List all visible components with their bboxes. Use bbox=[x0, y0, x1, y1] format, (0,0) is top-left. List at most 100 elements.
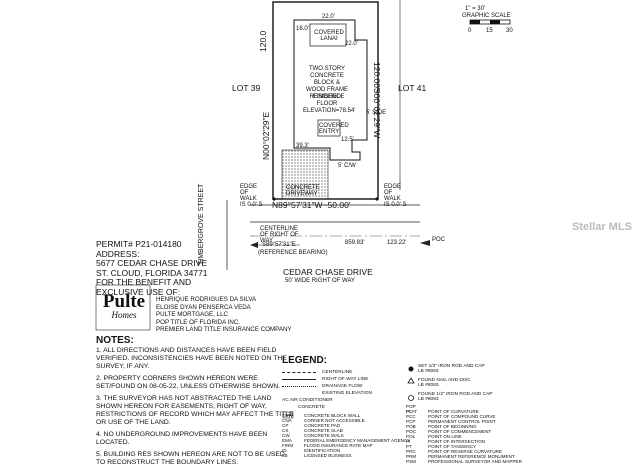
left-bearing: N00°02'29"E bbox=[261, 111, 271, 160]
scale-ratio: 1" = 30' bbox=[465, 6, 486, 12]
dim-top: 22.0' bbox=[322, 14, 335, 20]
legend-elevation: EXISTING ELEVATION bbox=[322, 391, 372, 396]
legend-centerline: CENTERLINE bbox=[282, 369, 410, 376]
street-row: 50' WIDE RIGHT OF WAY bbox=[285, 278, 356, 284]
scale-tick-0: 0 bbox=[468, 28, 472, 34]
dim-side: 39.3' bbox=[296, 143, 309, 149]
logo-main: Pulte bbox=[102, 291, 146, 312]
walk-right: EDGE OF WALK IS 0.0' S bbox=[384, 184, 407, 208]
beneficiary-1: HENRIQUE RODRIGUES DA SILVA bbox=[156, 296, 257, 303]
set-rod-symbol bbox=[408, 366, 414, 372]
legend-ac: AC AIR CONDITIONER bbox=[282, 398, 333, 403]
note-1: 1. ALL DIRECTIONS AND DISTANCES HAVE BEE… bbox=[96, 347, 287, 370]
beneficiary-list: HENRIQUE RODRIGUES DA SILVA ELOISE DYAN … bbox=[156, 296, 292, 334]
poc-label: POC bbox=[432, 237, 446, 243]
address-label: ADDRESS: bbox=[96, 248, 140, 259]
walk-left: EDGE OF WALK IS 0.0' S bbox=[240, 184, 263, 208]
legend-row-line: RIGHT OF WAY LINE bbox=[282, 376, 410, 383]
watermark: Stellar MLS bbox=[572, 221, 632, 233]
note-5: 5. BUILDING RES SHOWN HEREON ARE NOT TO … bbox=[96, 451, 285, 466]
centerline-label: CENTERLINE OF RIGHT OF WAY bbox=[260, 226, 299, 244]
pulte-logo: Pulte Homes bbox=[100, 291, 148, 320]
lot-right: LOT 41 bbox=[398, 83, 427, 93]
legend-title: LEGEND: bbox=[282, 355, 327, 366]
driveway-apron bbox=[292, 182, 310, 198]
note-4: 4. NO UNDERGROUND IMPROVEMENTS HAVE BEEN… bbox=[96, 431, 268, 446]
ref-bearing-note: (REFERENCE BEARING) bbox=[258, 250, 328, 256]
beneficiary-4: POP TITLE OF FLORIDA INC. bbox=[156, 318, 241, 326]
lanai-outline bbox=[309, 23, 347, 47]
benefit-line-2: EXCLUSIVE USE OF: bbox=[96, 286, 181, 297]
dim-lanai: 16.0' bbox=[296, 26, 309, 32]
note-2: 2. PROPERTY CORNERS SHOWN HEREON WERE SE… bbox=[96, 375, 281, 390]
distance-2: 123.22' bbox=[387, 240, 407, 246]
concrete-symbol bbox=[282, 411, 294, 419]
distance-1: 859.83' bbox=[345, 240, 365, 246]
dim-right: 22.0' bbox=[345, 41, 358, 47]
permit-number: PERMIT# P21-014180 bbox=[96, 239, 182, 249]
house-footprint bbox=[293, 19, 368, 161]
scale-tick-15: 15 bbox=[486, 28, 493, 34]
found-rod-symbol bbox=[408, 395, 414, 401]
notes-title: NOTES: bbox=[96, 335, 134, 346]
lot-left: LOT 39 bbox=[232, 83, 261, 93]
house-description: TWO STORY CONCRETE BLOCK & WOOD FRAME RE… bbox=[306, 66, 348, 100]
ref-bearing: S89°57'31"E bbox=[262, 242, 296, 248]
scale-tick-30: 30 bbox=[506, 28, 513, 34]
dim-entry: 12.5' bbox=[341, 137, 354, 143]
logo-box bbox=[95, 284, 151, 331]
bottom-bearing: N89°57'31"W~50.00' bbox=[272, 200, 351, 210]
scale-title: GRAPHIC SCALE bbox=[462, 13, 511, 19]
floor-elevation: FINISHED FLOOR ELEVATION=78.54' bbox=[303, 94, 356, 114]
note-3: 3. THE SURVEYOR HAS NOT ABSTRACTED THE L… bbox=[96, 395, 294, 426]
street-name: CEDAR CHASE DRIVE bbox=[283, 267, 373, 277]
poc-arrow bbox=[420, 240, 430, 246]
entry-outline bbox=[317, 119, 341, 137]
beneficiary-5: PREMIER LAND TITLE INSURANCE COMPANY bbox=[156, 326, 292, 333]
nail-symbol bbox=[407, 377, 415, 384]
right-dimension: 120.00' bbox=[372, 62, 382, 90]
permit-block: PERMIT# P21-014180 ADDRESS: 5677 CEDAR C… bbox=[96, 239, 208, 297]
lanai-label: COVERED LANAI bbox=[314, 30, 344, 42]
driveway-label: CONCRETE DRIVEWAY bbox=[286, 185, 320, 197]
top-dimension: 120.0 bbox=[258, 30, 268, 52]
address-line-2: ST. CLOUD, FLORIDA 34771 bbox=[96, 267, 208, 278]
logo-sub: Homes bbox=[111, 310, 137, 320]
legend-drainage: DRAINAGE FLOW bbox=[282, 383, 410, 390]
dim-cw: 5' C/W bbox=[338, 163, 356, 169]
entry-label: COVERED ENTRY bbox=[319, 123, 349, 135]
legend-concrete: CONCRETE bbox=[298, 405, 325, 410]
benefit-line-1: FOR THE BENEFIT AND bbox=[96, 277, 192, 287]
beneficiary-2: ELOISE DYAN PENSERCA VEDA bbox=[156, 303, 251, 311]
side-setback: 5' SIDE bbox=[366, 110, 387, 116]
notes-block: NOTES: 1. ALL DIRECTIONS AND DISTANCES H… bbox=[96, 335, 294, 467]
legend-lines: CENTERLINE RIGHT OF WAY LINE DRAINAGE FL… bbox=[282, 369, 410, 397]
beneficiary-3: PULTE MORTGAGE, LLC bbox=[156, 311, 228, 318]
